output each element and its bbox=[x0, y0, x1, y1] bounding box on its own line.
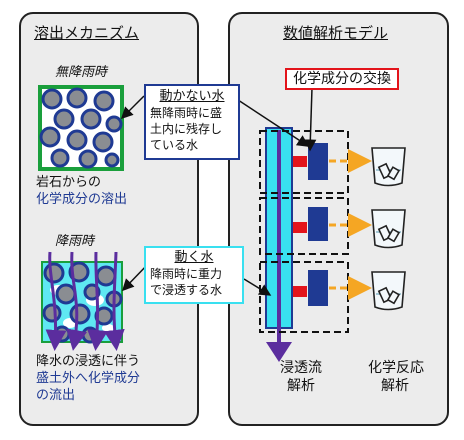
callout-still-line3: ている水 bbox=[150, 138, 199, 152]
reaction-label-line2: 解析 bbox=[381, 378, 409, 394]
soil-block-rain bbox=[41, 251, 125, 351]
right-panel-title: 数値解析モデル bbox=[283, 24, 389, 42]
callout-still-heading: 動かない水 bbox=[159, 89, 225, 104]
rain-label: 降雨時 bbox=[55, 234, 95, 249]
seepage-label-line2: 解析 bbox=[287, 378, 315, 394]
callout-still-line1: 無降雨時に盛 bbox=[150, 106, 223, 120]
seepage-column bbox=[265, 127, 293, 362]
callout-moving-line2: で浸透する水 bbox=[150, 283, 223, 297]
transfer-arrows bbox=[329, 149, 372, 300]
callout-moving-heading: 動く水 bbox=[174, 250, 214, 265]
left-panel-title: 溶出メカニズム bbox=[34, 24, 140, 42]
seepage-label-line1: 浸透流 bbox=[280, 360, 322, 376]
reaction-label-line1: 化学反応 bbox=[368, 360, 424, 376]
caption-bottom-line1: 降水の浸透に伴う bbox=[36, 354, 141, 369]
soil-block-no-rain bbox=[38, 85, 124, 171]
callout-moving-water: 動く水 降雨時に重力 で浸透する水 bbox=[144, 246, 244, 304]
callout-still-water: 動かない水 無降雨時に盛 土内に残存し ている水 bbox=[144, 84, 240, 160]
beakers bbox=[371, 147, 406, 311]
no-rain-label: 無降雨時 bbox=[55, 65, 108, 80]
caption-bottom-line2: 盛土外へ化学成分 bbox=[36, 371, 141, 386]
caption-bottom-line3: の流出 bbox=[36, 388, 76, 403]
caption-top-line2: 化学成分の溶出 bbox=[36, 192, 128, 207]
callout-moving-line1: 降雨時に重力 bbox=[150, 267, 223, 281]
exchange-label: 化学成分の交換 bbox=[285, 68, 399, 90]
callout-still-line2: 土内に残存し bbox=[150, 122, 223, 136]
caption-top-line1: 岩石からの bbox=[36, 175, 102, 190]
left-panel bbox=[19, 12, 199, 426]
model-cells bbox=[259, 130, 349, 333]
